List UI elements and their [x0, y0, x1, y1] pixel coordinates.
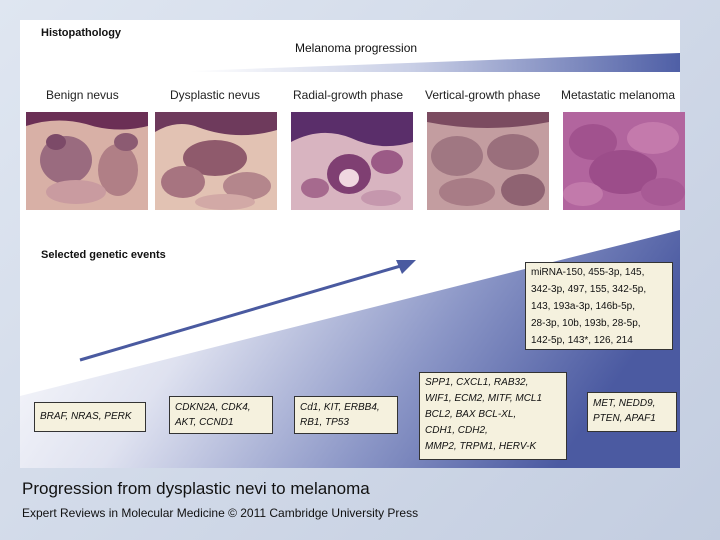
figure-caption-title: Progression from dysplastic nevi to mela… — [22, 479, 370, 498]
histopathology-heading: Histopathology — [41, 27, 122, 39]
mirna-line: 142-5p, 143*, 126, 214 — [531, 335, 633, 346]
histology-image-vertical — [427, 112, 549, 210]
progression-label: Melanoma progression — [295, 41, 418, 55]
gene-line: BRAF, NRAS, PERK — [40, 411, 132, 422]
mirna-line: 342-3p, 497, 155, 342-5p, — [531, 284, 647, 295]
gene-line: RB1, TP53 — [300, 417, 349, 428]
stage-label-vertical: Vertical-growth phase — [425, 88, 541, 102]
gene-line: CDKN2A, CDK4, — [175, 402, 251, 413]
gene-line: AKT, CCND1 — [175, 417, 234, 428]
histology-image-radial — [291, 112, 413, 210]
gene-line: MMP2, TRPM1, HERV-K — [425, 441, 537, 452]
gene-box-radial: Cd1, KIT, ERBB4, RB1, TP53 — [294, 396, 398, 434]
mirna-line: 143, 193a-3p, 146b-5p, — [531, 301, 635, 312]
stage-label-metastatic: Metastatic melanoma — [561, 88, 676, 102]
histology-image-metastatic — [563, 112, 685, 210]
gene-line: PTEN, APAF1 — [593, 413, 656, 424]
mirna-line: 28-3p, 10b, 193b, 28-5p, — [531, 318, 641, 329]
stage-label-dysplastic: Dysplastic nevus — [170, 88, 261, 102]
gene-box-benign: BRAF, NRAS, PERK — [34, 402, 146, 432]
stage-label-radial: Radial-growth phase — [293, 88, 404, 102]
gene-box-metastatic: MET, NEDD9, PTEN, APAF1 — [587, 392, 677, 432]
gene-line: Cd1, KIT, ERBB4, — [300, 402, 380, 413]
histology-image-dysplastic — [155, 112, 277, 210]
gene-line: CDH1, CDH2, — [425, 425, 488, 436]
mirna-line: miRNA-150, 455-3p, 145, — [531, 267, 645, 278]
histology-image-benign — [26, 112, 148, 210]
gene-box-vertical: SPP1, CXCL1, RAB32, WIF1, ECM2, MITF, MC… — [419, 372, 567, 460]
stage-label-benign: Benign nevus — [46, 88, 119, 102]
gene-line: SPP1, CXCL1, RAB32, — [425, 377, 529, 388]
genetic-events-heading: Selected genetic events — [41, 249, 166, 261]
gene-line: MET, NEDD9, — [593, 398, 656, 409]
gene-box-dysplastic: CDKN2A, CDK4, AKT, CCND1 — [169, 396, 273, 434]
mirna-box: miRNA-150, 455-3p, 145, 342-3p, 497, 155… — [525, 262, 673, 350]
figure-credit: Expert Reviews in Molecular Medicine © 2… — [22, 506, 419, 520]
figure-panel: Histopathology Melanoma progression Beni… — [20, 20, 685, 468]
gene-line: WIF1, ECM2, MITF, MCL1 — [425, 393, 543, 404]
gene-line: BCL2, BAX BCL-XL, — [425, 409, 517, 420]
